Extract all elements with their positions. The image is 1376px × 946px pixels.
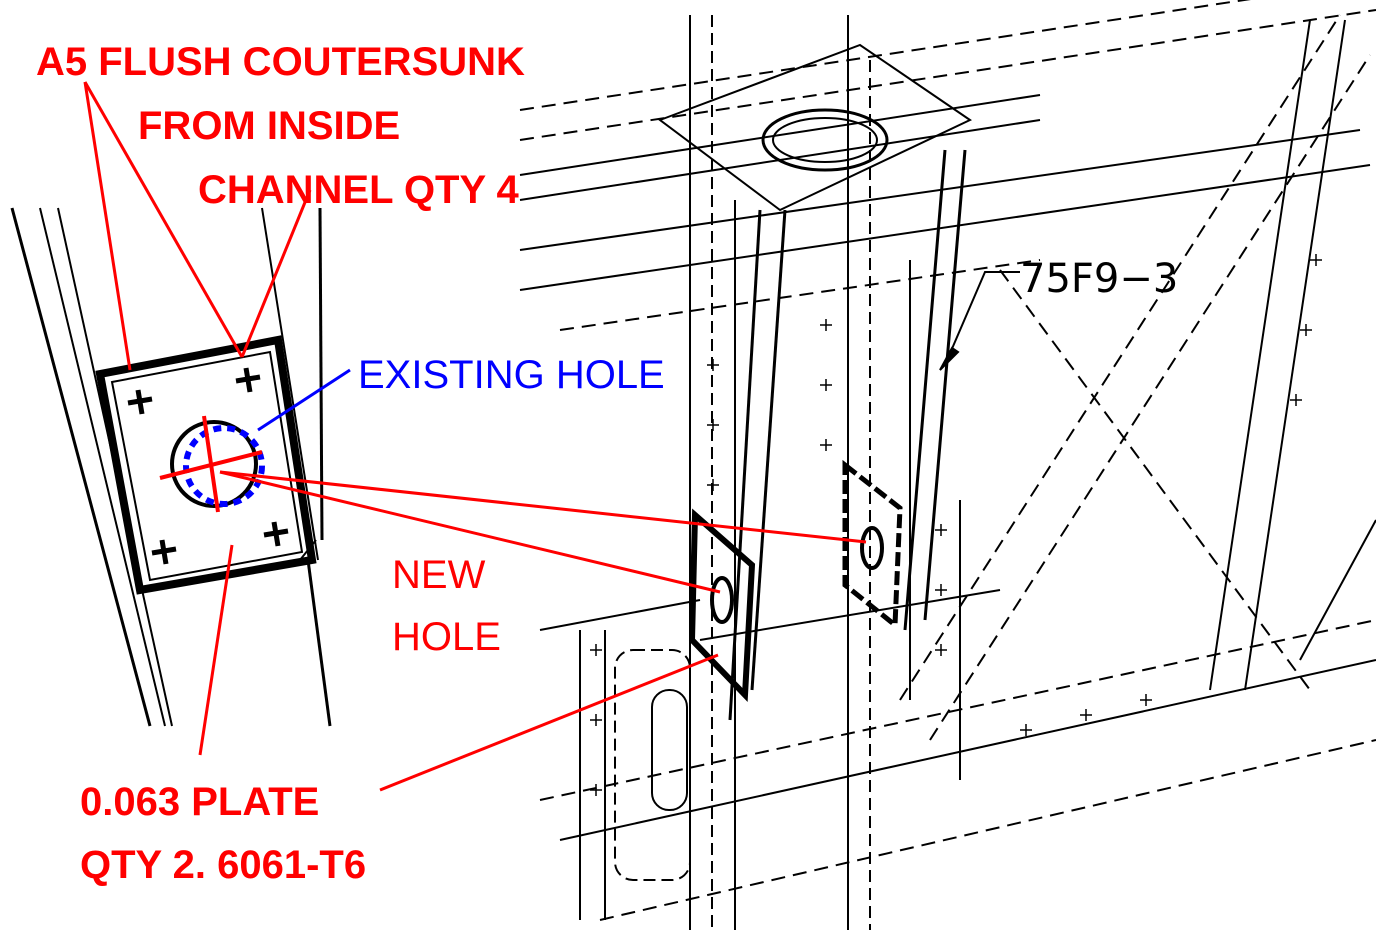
new-hole-label-line2: HOLE — [392, 615, 501, 659]
countersunk-note-line3: CHANNEL QTY 4 — [198, 168, 520, 212]
countersunk-note-line1: A5 FLUSH COUTERSUNK — [36, 40, 525, 84]
part-number-label: 75F9−3 — [1020, 256, 1178, 302]
plate-note-line2: QTY 2. 6061-T6 — [80, 843, 366, 887]
rivet-pattern — [590, 254, 1322, 796]
detail-plate — [95, 335, 317, 595]
plate-left — [688, 508, 756, 703]
existing-hole-label: EXISTING HOLE — [358, 353, 665, 397]
red-leaders — [83, 81, 867, 792]
detail-view — [10, 207, 332, 727]
new-hole-label-line1: NEW — [392, 553, 486, 597]
existing-hole-leader — [257, 368, 351, 432]
assembly-view — [519, 0, 1376, 930]
countersunk-note-line2: FROM INSIDE — [138, 104, 400, 148]
plate-note-line1: 0.063 PLATE — [80, 780, 319, 824]
plate-right — [842, 459, 903, 631]
detail-fasteners — [127, 367, 289, 565]
detail-new-hole — [170, 420, 258, 508]
detail-existing-hole — [183, 425, 265, 507]
detail-centerlines — [159, 415, 263, 513]
